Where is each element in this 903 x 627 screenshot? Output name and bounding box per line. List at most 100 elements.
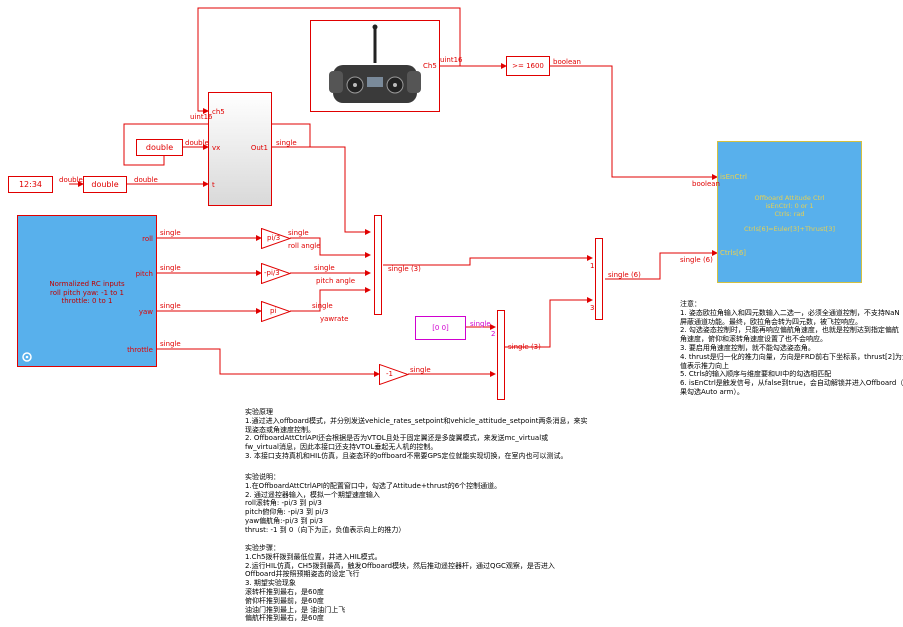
digital-clock-block[interactable]: 12:34 (8, 176, 53, 193)
single-label-roll-gain: single (288, 229, 309, 237)
note-line: 4. thrust是归一化的推力向量，方向是FRD前右下坐标系，thrust[2… (680, 353, 903, 362)
subsys-out: Out1 (251, 144, 268, 152)
note-line: 1.通过进入offboard模式，并分别发送vehicle_rates_setp… (245, 417, 587, 426)
clock-value: 12:34 (9, 180, 52, 189)
wire-throttle-gain (157, 349, 379, 374)
note-line: Offboard并按照预期姿态的设定飞行 (245, 570, 555, 579)
boolean-label-offboard: boolean (692, 180, 720, 188)
single-label-out1: single (276, 139, 297, 147)
notes-description: 实验说明： 1.在OffboardAttCtrlAPI的配置窗口中，勾选了Att… (245, 473, 501, 535)
note-line: 3. 本接口支持真机和HIL仿真，且姿态环的offboard不需要GPS定位就能… (245, 452, 587, 461)
note-line: thrust: -1 到 0（向下为正，负值表示向上的推力） (245, 526, 501, 535)
gain-triangle-icon (379, 364, 409, 385)
double-convert-label-2: double (84, 180, 126, 189)
note-line: 实验说明： (245, 473, 501, 482)
note-line: 实验原理 (245, 408, 587, 417)
notes-steps: 实验步骤： 1.Ch5拨杆拨到最低位置，并进入HIL模式。 2.运行HIL仿真，… (245, 544, 555, 623)
note-line: fw_virtual消息，因此本接口还支持VTOL垂起无人机的控制。 (245, 443, 587, 452)
radio-input-block[interactable] (310, 20, 440, 112)
gain-pitch-block[interactable]: -pi/3 (261, 263, 291, 284)
mux3-port-1: 1 (590, 262, 594, 270)
offboard-text-3: Ctrls: rad (718, 210, 861, 218)
double-label-vx: double (185, 139, 209, 147)
gain-roll-block[interactable]: pi/3 (261, 228, 291, 249)
single-label-const: single (470, 320, 491, 328)
single-label-pitch-gain: single (314, 264, 335, 272)
rc-port-yaw: yaw (139, 308, 153, 316)
single-label-yaw: single (160, 302, 181, 310)
single-label-throttle-gain: single (410, 366, 431, 374)
gain-throttle-value: -1 (386, 370, 393, 378)
rc-text-1: Normalized RC inputs (18, 280, 156, 289)
single-label-yaw-gain: single (312, 302, 333, 310)
gain-yaw-value: pi (270, 307, 276, 315)
roll-angle-label: roll angle (288, 242, 321, 250)
note-line: 角速度，俯仰和滚转角速度设置了也不会响应。 (680, 335, 903, 344)
constant-value: [0 0] (416, 324, 465, 332)
wire-out1-mux (272, 147, 370, 232)
double-label-clock: double (59, 176, 83, 184)
note-line: 俯仰杆推到最前，是60度 (245, 597, 555, 606)
compare-to-constant-block[interactable]: >= 1600 (506, 56, 550, 76)
note-line: 偏航杆推到最右，是60度 (245, 614, 555, 623)
gain-pitch-value: -pi/3 (264, 269, 280, 277)
notes-principle: 实验原理 1.通过进入offboard模式，并分别发送vehicle_rates… (245, 408, 587, 461)
subsys-in-t: t (212, 181, 215, 189)
mux2-port-2: 2 (491, 330, 495, 338)
wire-mux2-mux3 (505, 300, 592, 347)
note-line: 滚转杆推到最右，是60度 (245, 588, 555, 597)
rc-text-3: throttle: 0 to 1 (18, 297, 156, 306)
double-convert-block-1[interactable]: double (136, 139, 183, 156)
note-line: 1.Ch5拨杆拨到最低位置，并进入HIL模式。 (245, 553, 555, 562)
wire-mux1-mux3 (383, 258, 592, 265)
note-line: 5. Ctrls的输入顺序与维度要和UI中的勾选相匹配 (680, 370, 903, 379)
single-label-throttle: single (160, 340, 181, 348)
wire-compare-offboard (550, 66, 717, 177)
constant-block[interactable]: [0 0] (415, 316, 466, 340)
note-line: 1. 姿态欧拉角输入和四元数输入二选一，必须全通道控制，不支持NaN (680, 309, 903, 318)
note-line: 3. 要启用角速度控制，就不能勾选姿态角。 (680, 344, 903, 353)
note-line: 2. 勾选姿态控制时，只能再响应偏航角速度，也就是控制达到指定偏航 (680, 326, 903, 335)
offboard-in-label: single (6) (680, 256, 713, 264)
note-line: roll滚转角: -pi/3 到 pi/3 (245, 499, 501, 508)
subsys-in-vx: vx (212, 144, 220, 152)
note-line: 2. OffboardAttCtrlAPI还会根据是否为VTOL且处于固定翼还是… (245, 434, 587, 443)
offboard-text-2: isEnCtrl: 0 or 1 (718, 202, 861, 210)
note-line: yaw偏航角:-pi/3 到 pi/3 (245, 517, 501, 526)
note-line: pitch俯仰角: -pi/3 到 pi/3 (245, 508, 501, 517)
subsystem-block[interactable]: ch5 vx t Out1 (208, 92, 272, 206)
offboard-text-4: Ctrls[6]=Euler[3]+Thrust[3] (718, 225, 861, 233)
mux-1-block[interactable] (374, 215, 382, 315)
mux1-out-label: single (3) (388, 265, 421, 273)
offboard-attitude-ctrl-block[interactable]: isEnCtrl Ctrls[6] Offboard Attitude Ctrl… (717, 141, 862, 283)
gear-icon (21, 351, 33, 363)
single-label-pitch: single (160, 264, 181, 272)
gain-throttle-block[interactable]: -1 (379, 364, 409, 385)
mux2-out-label: single (3) (508, 343, 541, 351)
notes-right: 注意： 1. 姿态欧拉角输入和四元数输入二选一，必须全通道控制，不支持NaN 屏… (680, 300, 903, 397)
rc-transmitter-icon (311, 21, 439, 111)
offboard-port-ctrls: Ctrls[6] (720, 249, 746, 257)
mux3-out-label: single (6) (608, 271, 641, 279)
note-line: 实验步骤： (245, 544, 555, 553)
mux-3-block[interactable] (595, 238, 603, 320)
double-label-t: double (134, 176, 158, 184)
single-label-roll: single (160, 229, 181, 237)
rc-port-throttle: throttle (127, 346, 153, 354)
rc-port-roll: roll (142, 235, 153, 243)
rc-text-2: roll pitch yaw: -1 to 1 (18, 289, 156, 298)
pitch-angle-label: pitch angle (316, 277, 355, 285)
gain-yaw-block[interactable]: pi (261, 301, 291, 322)
offboard-port-enable: isEnCtrl (720, 173, 747, 181)
subsys-in-ch5: ch5 (212, 108, 225, 116)
note-line: 1.在OffboardAttCtrlAPI的配置窗口中，勾选了Attitude+… (245, 482, 501, 491)
offboard-text-1: Offboard Attitude Ctrl (718, 194, 861, 202)
mux-2-block[interactable] (497, 310, 505, 400)
double-convert-block-2[interactable]: double (83, 176, 127, 193)
double-convert-label-1: double (137, 143, 182, 152)
mux3-port-3: 3 (590, 304, 594, 312)
uint16-label-radio: uint16 (440, 56, 462, 64)
compare-label: >= 1600 (507, 62, 549, 70)
normalized-rc-inputs-block[interactable]: roll pitch yaw throttle Normalized RC in… (17, 215, 157, 367)
